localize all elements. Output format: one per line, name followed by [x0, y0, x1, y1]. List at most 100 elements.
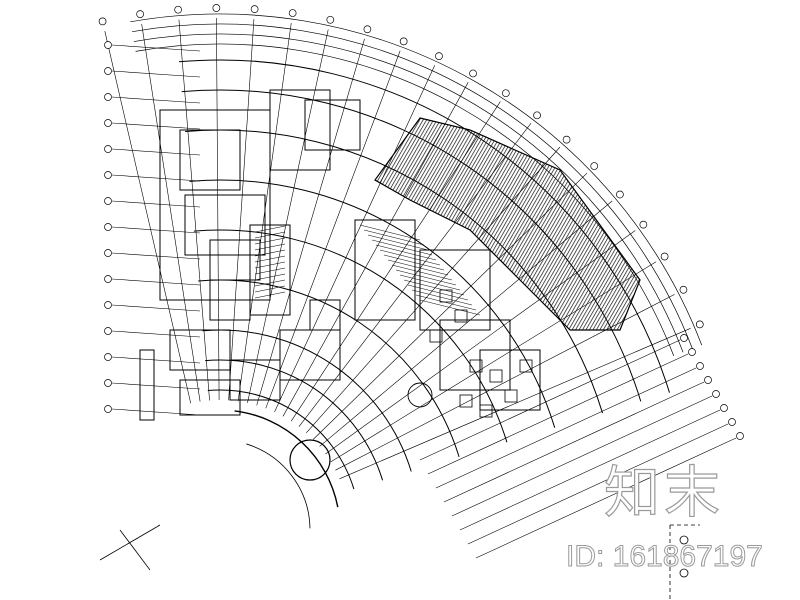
grid-axis-bubble	[616, 190, 624, 199]
grid-axis-bubble	[104, 171, 112, 179]
wall-arc	[202, 329, 412, 472]
grid-axis-line	[178, 19, 210, 401]
furniture-table	[489, 369, 503, 383]
grid-axis-bubble	[736, 432, 744, 440]
furniture-table	[469, 359, 483, 373]
grid-axis-line	[111, 356, 201, 364]
room-outline	[269, 89, 331, 171]
grid-axis-line	[216, 18, 220, 401]
grid-axis-bubble	[533, 111, 541, 120]
furniture-table	[439, 289, 453, 303]
furniture-table	[504, 389, 518, 403]
round-lobby	[289, 439, 331, 481]
wall-arc	[198, 279, 460, 458]
furniture-table	[479, 404, 493, 418]
stair-tread	[419, 299, 481, 316]
legend-bubble	[679, 535, 689, 545]
stair-tread	[395, 269, 457, 286]
dimension-arc	[132, 23, 693, 349]
room-outline	[179, 129, 241, 191]
grid-axis-line	[111, 304, 201, 312]
section-line	[119, 529, 151, 571]
grid-axis-bubble	[363, 25, 372, 34]
grid-axis-bubble	[288, 9, 297, 17]
grid-axis-bubble	[98, 17, 107, 26]
grid-axis-bubble	[688, 348, 696, 356]
stair-tread	[407, 284, 469, 301]
room-outline	[209, 279, 251, 321]
stair-tread	[254, 267, 286, 275]
stair-tread	[254, 231, 286, 239]
room-outline	[304, 99, 361, 151]
grid-axis-line	[141, 23, 201, 402]
grid-axis-line	[451, 395, 713, 517]
grid-axis-bubble	[104, 41, 112, 49]
grid-axis-bubble	[590, 162, 599, 170]
stair-tread	[367, 234, 429, 251]
grid-axis-line	[111, 148, 201, 156]
grid-axis-bubble	[720, 404, 728, 412]
room-outline	[169, 329, 231, 371]
grid-axis-bubble	[174, 5, 182, 14]
grid-axis-line	[111, 44, 201, 52]
grid-axis-line	[427, 353, 689, 475]
grid-axis-bubble	[696, 362, 704, 370]
stair-tread	[359, 224, 421, 241]
grid-axis-bubble	[326, 15, 335, 24]
grid-axis-line	[467, 423, 729, 545]
grid-axis-line	[339, 328, 691, 480]
grid-axis-line	[111, 408, 201, 416]
grid-axis-bubble	[562, 135, 571, 144]
room-outline	[354, 219, 416, 321]
furniture-table	[454, 309, 468, 323]
grid-axis-bubble	[728, 418, 736, 426]
stair-tread	[254, 261, 286, 269]
room-outline	[439, 319, 511, 391]
stair-tread	[254, 255, 286, 263]
stair-tread	[254, 279, 286, 287]
grid-axis-bubble	[469, 69, 477, 78]
grid-axis-bubble	[104, 93, 112, 101]
grid-axis-bubble	[680, 334, 688, 342]
room-outline	[159, 109, 271, 301]
grid-axis-bubble	[660, 252, 669, 261]
wall-arc	[189, 179, 556, 428]
furniture-table	[459, 394, 473, 408]
grid-axis-line	[247, 29, 329, 403]
wall-arc	[205, 359, 384, 481]
grid-axis-bubble	[104, 145, 112, 153]
section-line	[99, 524, 161, 561]
watermark-logo: 知末	[603, 461, 724, 526]
stair-tread	[403, 279, 465, 296]
stair-tread	[411, 289, 473, 306]
room-outline	[209, 239, 261, 281]
room-outline	[139, 349, 155, 421]
dimension-arc	[133, 33, 684, 353]
grid-axis-bubble	[399, 37, 408, 46]
stair-tread	[415, 294, 477, 311]
legend-bracket	[669, 524, 700, 600]
dimension-arc	[130, 13, 703, 346]
grid-axis-line	[111, 96, 201, 104]
stair-tread	[371, 239, 433, 256]
grid-axis-line	[435, 367, 697, 489]
stair-tread	[254, 249, 286, 257]
stair-tread	[379, 249, 441, 266]
grid-axis-bubble	[704, 376, 712, 384]
grid-axis-bubble	[136, 10, 144, 18]
watermark-id: ID: 161867197	[566, 540, 764, 573]
grid-axis-bubble	[435, 52, 443, 60]
grid-axis-bubble	[104, 197, 112, 205]
stair-tread	[363, 229, 425, 246]
grid-axis-line	[475, 437, 737, 559]
stair-tread	[387, 259, 449, 276]
grid-axis-line	[228, 19, 255, 401]
furniture-table	[429, 329, 443, 343]
stair-tread	[391, 264, 453, 281]
stair-tread	[254, 225, 286, 233]
grid-axis-line	[419, 339, 681, 461]
round-feature	[407, 382, 433, 408]
room-outline	[479, 349, 541, 411]
stair-tread	[254, 243, 286, 251]
grid-axis-line	[111, 382, 201, 390]
